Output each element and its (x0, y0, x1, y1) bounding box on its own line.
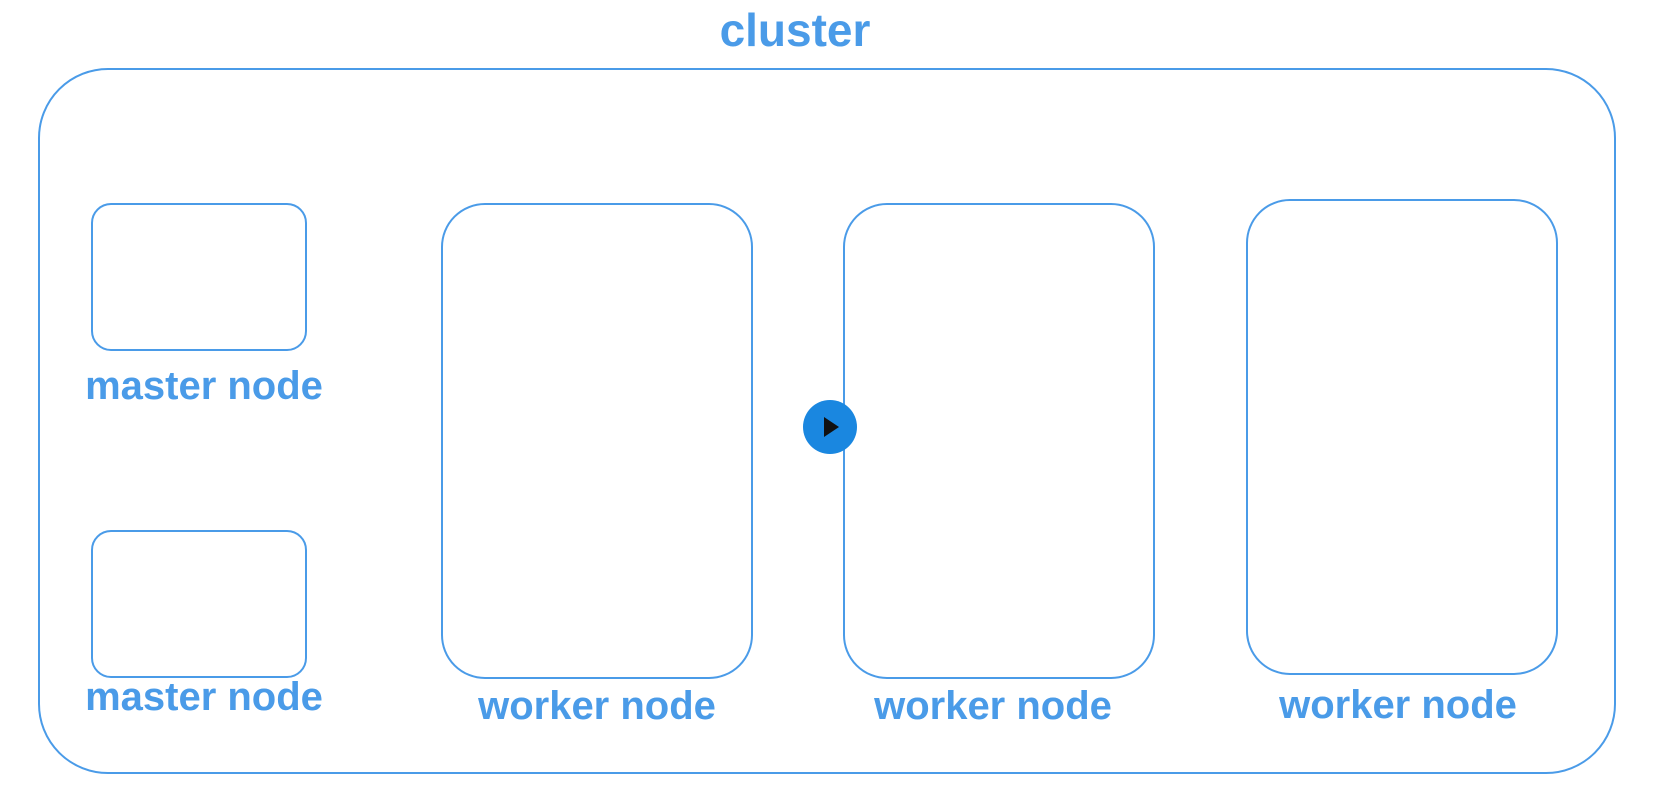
play-button[interactable] (803, 400, 857, 454)
master-node-box-2 (91, 530, 307, 678)
worker-node-box-1 (441, 203, 753, 679)
master-node-label-1: master node (85, 364, 323, 408)
worker-node-label-3: worker node (1279, 683, 1517, 727)
master-node-box-1 (91, 203, 307, 351)
worker-node-label-1: worker node (478, 684, 716, 728)
cluster-title: cluster (719, 4, 871, 56)
worker-node-box-3 (1246, 199, 1558, 675)
worker-node-label-2: worker node (874, 684, 1112, 728)
play-icon (824, 417, 839, 437)
cluster-container (38, 68, 1616, 774)
master-node-label-2: master node (85, 675, 323, 719)
worker-node-box-2 (843, 203, 1155, 679)
